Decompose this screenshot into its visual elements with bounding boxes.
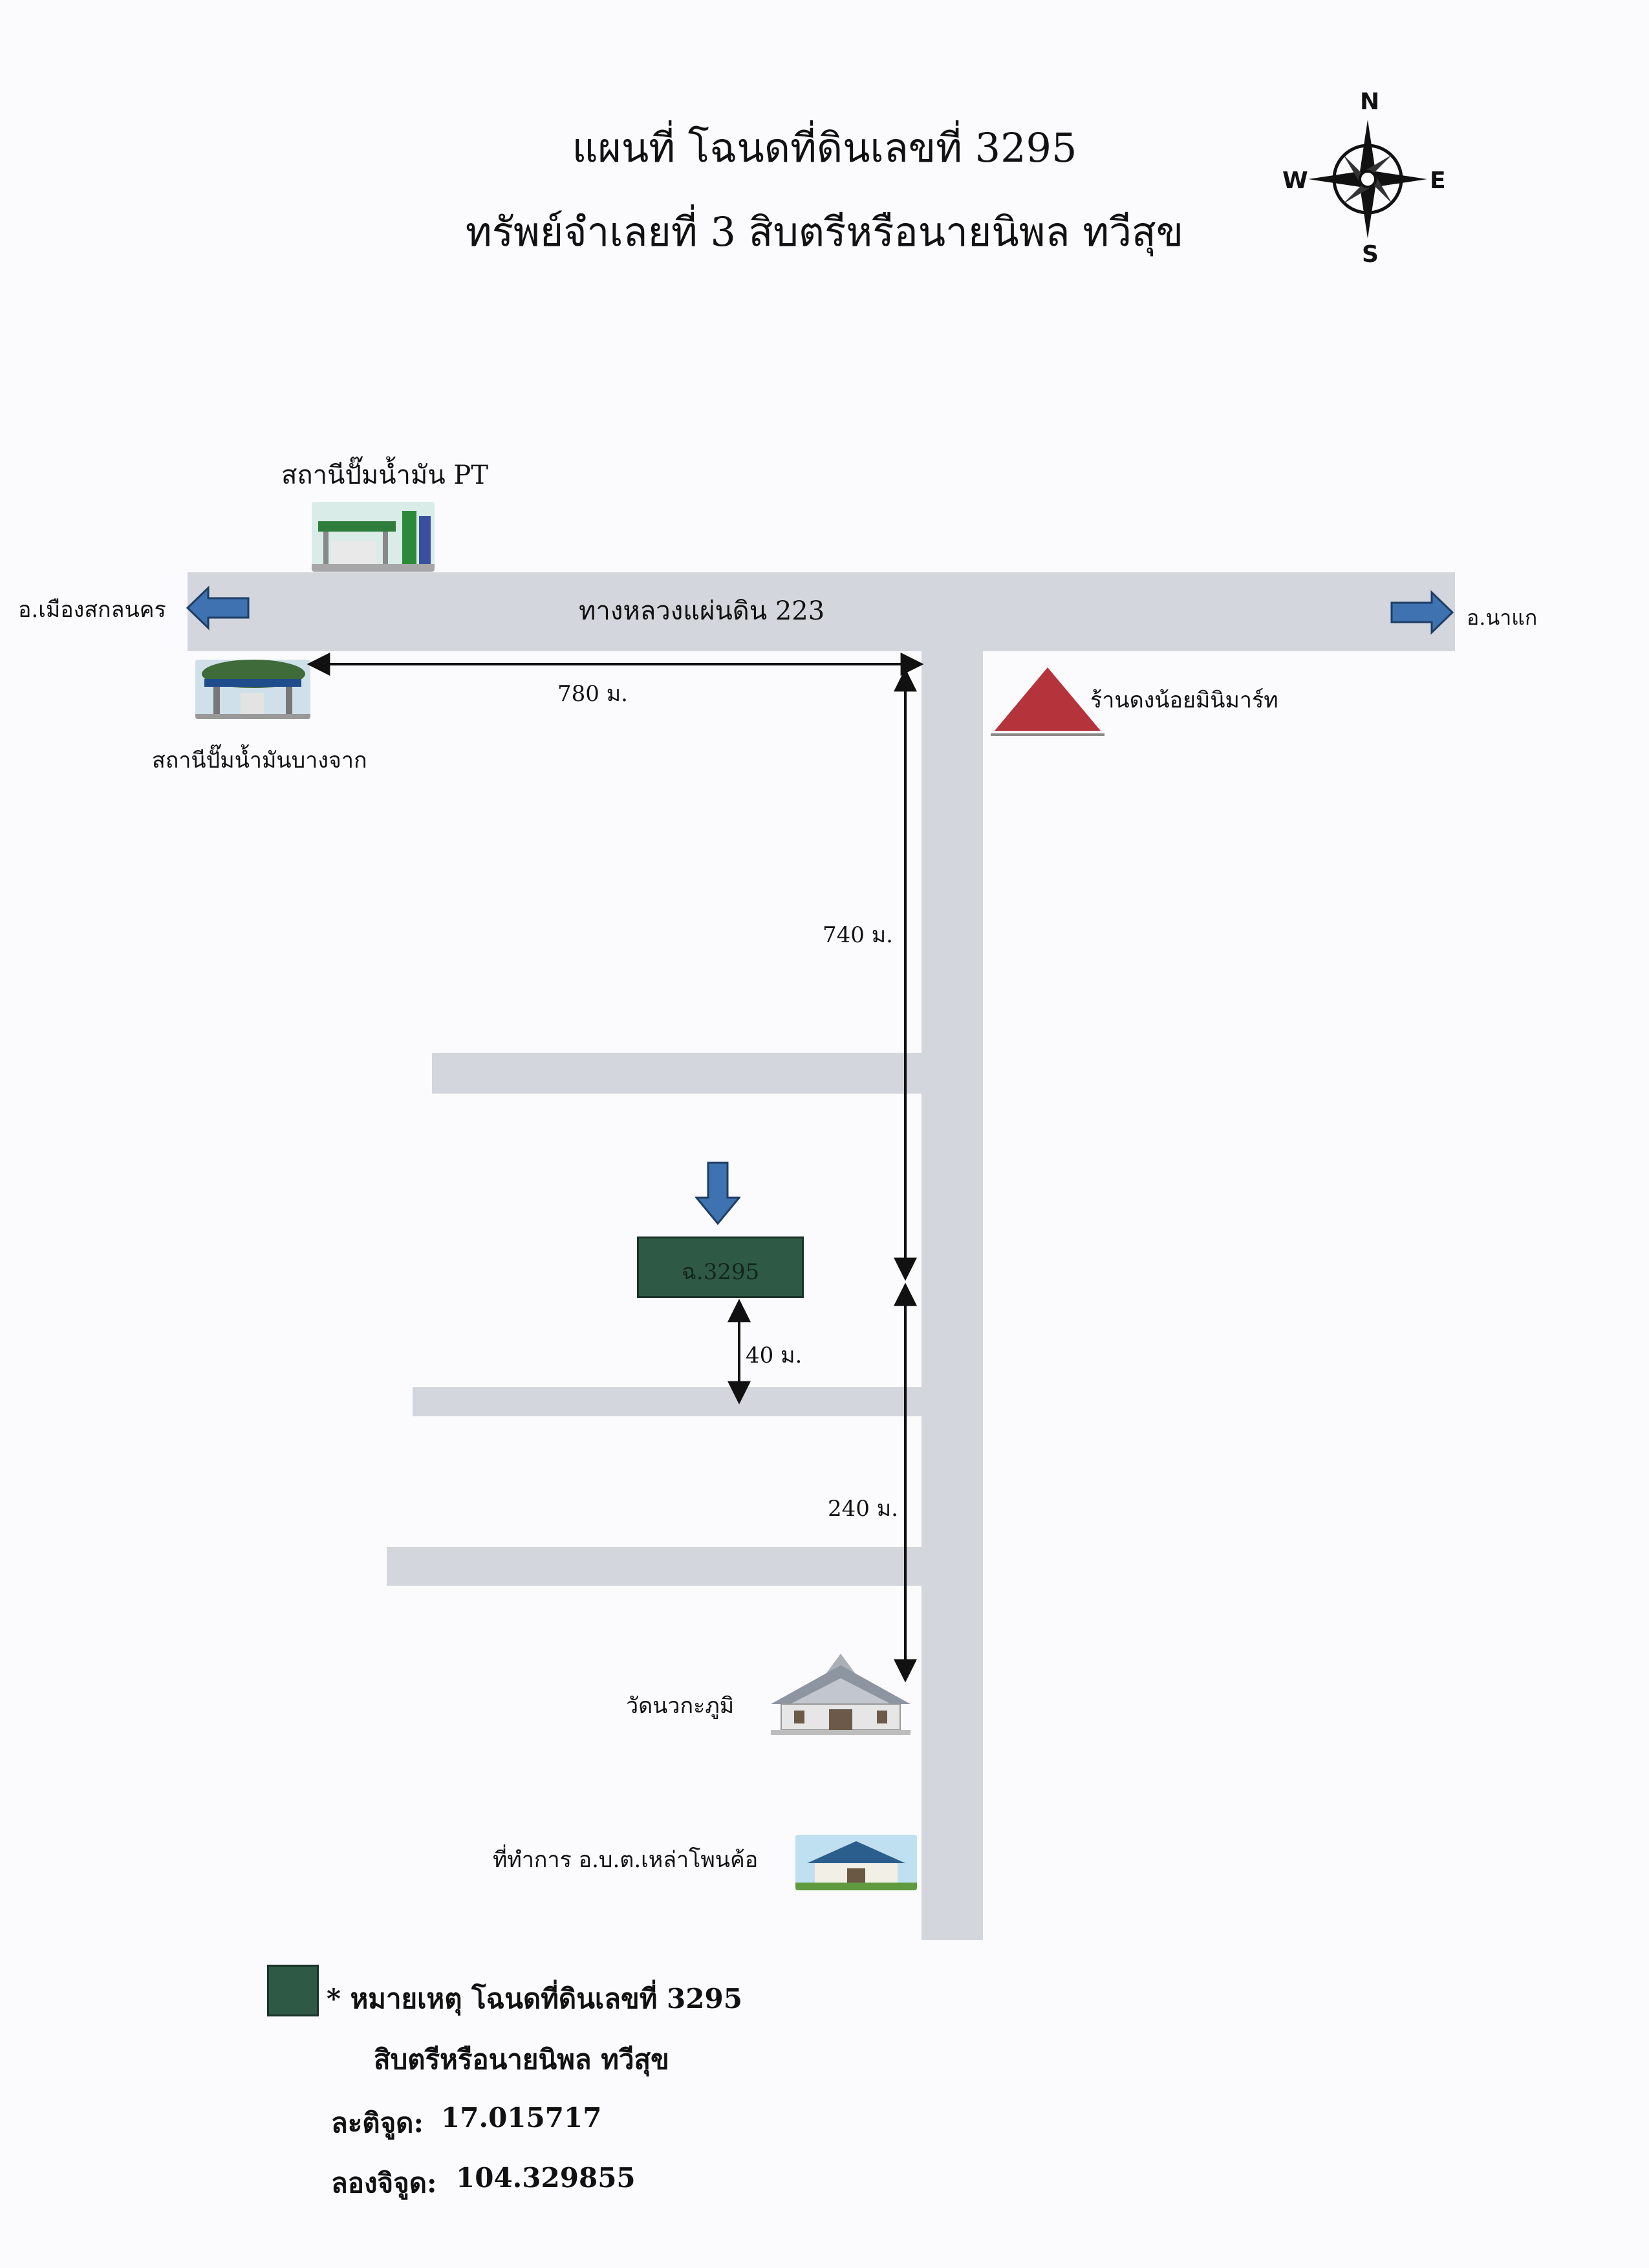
left-arrow-icon: [186, 585, 251, 631]
temple-image: [762, 1652, 920, 1736]
triangle-icon: [989, 666, 1106, 737]
map-title-line2: ทรัพย์จำเลยที่ 3 สิบตรีหรือนายนิพล ทวีสุ…: [465, 208, 1184, 255]
latitude-value: 17.015717: [441, 2102, 602, 2133]
compass-rose-icon: N S E W: [1282, 87, 1452, 268]
distance-vertical-upper-label: 740 ม.: [823, 922, 893, 948]
land-parcel-label: ฉ.3295: [681, 1259, 760, 1285]
compass-n-label: N: [1360, 89, 1380, 115]
compass-w-label: W: [1282, 167, 1308, 194]
gas-station-bangchak-image: [195, 660, 310, 719]
right-arrow-icon: [1389, 590, 1454, 635]
map-title-line1: แผนที่ โฉนดที่ดินเลขที่ 3295: [572, 124, 1077, 171]
office-label: ที่ทำการ อ.บ.ต.เหล่าโพนค้อ: [493, 1847, 759, 1873]
compass-s-label: S: [1362, 241, 1379, 268]
highway-223-road: [188, 572, 1455, 651]
direction-left-label: อ.เมืองสกลนคร: [18, 597, 166, 623]
distance-vertical-lower-label: 240 ม.: [828, 1496, 898, 1522]
distance-horizontal-label: 780 ม.: [557, 681, 628, 707]
longitude-value: 104.329855: [456, 2162, 636, 2194]
office-image: [795, 1835, 917, 1890]
side-road-1: [432, 1053, 923, 1094]
legend-note-line1: * หมายเหตุ โฉนดที่ดินเลขที่ 3295: [327, 1983, 742, 2014]
latitude-label: ละติจูด:: [331, 2107, 424, 2139]
main-vertical-road: [921, 650, 983, 1940]
gas-station-pt-label: สถานีปั๊มน้ำมัน PT: [281, 460, 489, 490]
legend-swatch: [267, 1965, 319, 2016]
temple-label: วัดนวกะภูมิ: [626, 1693, 735, 1719]
side-road-3: [387, 1547, 923, 1586]
down-arrow-icon: [695, 1161, 740, 1225]
side-road-2: [413, 1387, 923, 1416]
legend-note-line2: สิบตรีหรือนายนิพล ทวีสุข: [374, 2044, 669, 2075]
highway-label: ทางหลวงแผ่นดิน 223: [579, 596, 825, 626]
gas-station-bangchak-label: สถานีปั๊มน้ำมันบางจาก: [152, 748, 367, 773]
compass-e-label: E: [1430, 167, 1446, 194]
direction-right-label: อ.นาแก: [1467, 605, 1538, 630]
distance-parcel-gap-label: 40 ม.: [746, 1343, 803, 1368]
store-label: ร้านดงน้อยมินิมาร์ท: [1090, 687, 1278, 713]
gas-station-pt-image: [312, 502, 435, 572]
land-parcel: ฉ.3295: [637, 1237, 804, 1298]
longitude-label: ลองจิจูด:: [331, 2167, 437, 2199]
